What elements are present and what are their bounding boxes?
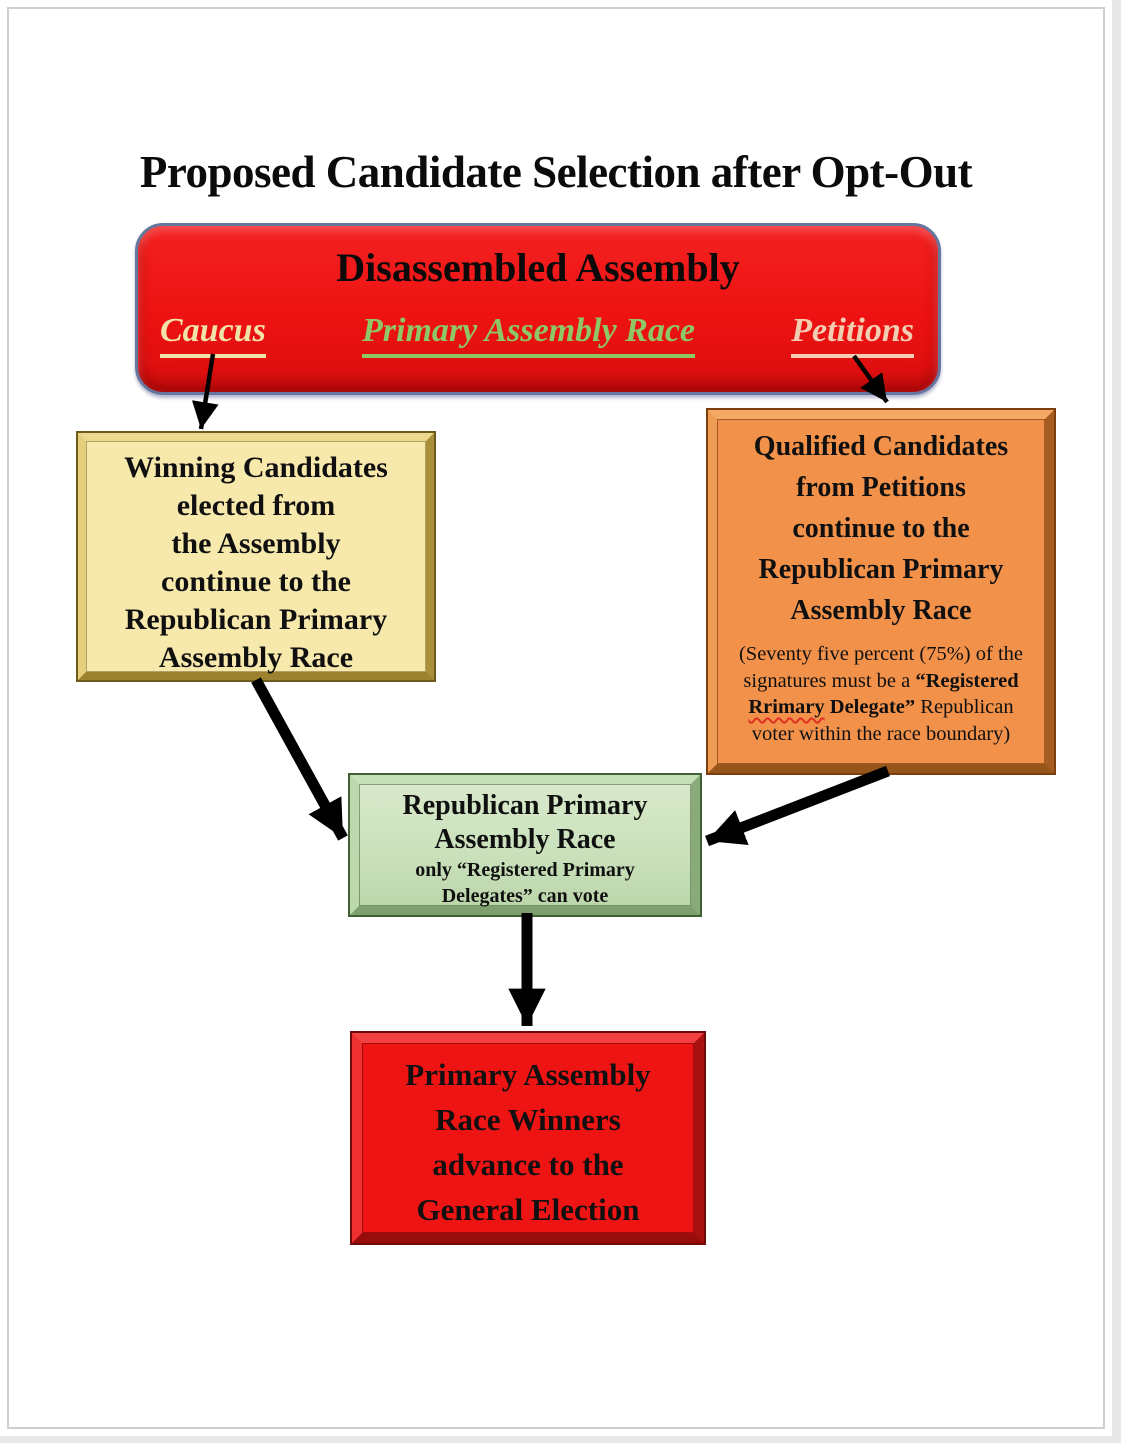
- box-text-line: continue to the: [792, 513, 970, 544]
- box-text-line: Assembly Race: [434, 824, 616, 855]
- box-text-line: Primary Assembly: [405, 1057, 651, 1092]
- box-text-line: advance to the: [432, 1147, 624, 1182]
- arrow-qualified-to-race: [705, 765, 890, 847]
- box-text-line: Republican Primary: [124, 603, 388, 636]
- page-title: Proposed Candidate Selection after Opt-O…: [139, 147, 973, 197]
- note-bold-suffix: Delegate”: [824, 696, 916, 718]
- box-text-line: Republican Primary: [402, 790, 648, 821]
- note-bold-text: “Registered Rrimary Delegate”: [748, 670, 1018, 719]
- box-text-line: Assembly Race: [790, 595, 972, 626]
- republican-primary-race-box: Republican Primary Assembly Race only “R…: [348, 773, 702, 917]
- qualified-candidates-box: Qualified Candidates from Petitions cont…: [706, 408, 1056, 775]
- disassembled-assembly-box: Disassembled Assembly Caucus Primary Ass…: [135, 223, 941, 395]
- box-text-line: continue to the: [161, 565, 351, 598]
- link-primary-assembly-race[interactable]: Primary Assembly Race: [362, 313, 696, 358]
- box-text-line: Republican Primary: [758, 554, 1004, 585]
- note-text: (Seventy five percent (75%) of the signa…: [738, 643, 1024, 692]
- box-text-line: Winning Candidates: [124, 451, 388, 484]
- box-text-line: Assembly Race: [158, 641, 354, 674]
- link-petitions[interactable]: Petitions: [791, 313, 914, 358]
- assembly-box-title: Disassembled Assembly: [336, 245, 740, 290]
- box-text-line: the Assembly: [171, 527, 341, 560]
- box-text-line: Race Winners: [435, 1102, 621, 1137]
- petition-signature-note: (Seventy five percent (75%) of the signa…: [725, 641, 1037, 747]
- box-subtext-line: only “Registered Primary: [415, 859, 635, 881]
- arrow-winning-to-race: [251, 677, 348, 841]
- box-text-line: General Election: [416, 1192, 640, 1227]
- link-caucus[interactable]: Caucus: [160, 313, 266, 358]
- assembly-links-row: Caucus Primary Assembly Race Petitions: [138, 313, 938, 358]
- note-text: Republican voter within the race boundar…: [751, 696, 1014, 745]
- misspelled-word: Rrimary: [748, 696, 825, 718]
- box-text-line: elected from: [176, 489, 336, 522]
- box-text-line: Qualified Candidates: [753, 431, 1009, 462]
- note-bold-prefix: “Registered: [915, 669, 1019, 692]
- box-subtext-line: Delegates” can vote: [441, 885, 609, 907]
- winning-candidates-box: Winning Candidates elected from the Asse…: [76, 431, 436, 682]
- race-winners-box: Primary Assembly Race Winners advance to…: [350, 1031, 706, 1245]
- box-text-line: from Petitions: [796, 472, 966, 503]
